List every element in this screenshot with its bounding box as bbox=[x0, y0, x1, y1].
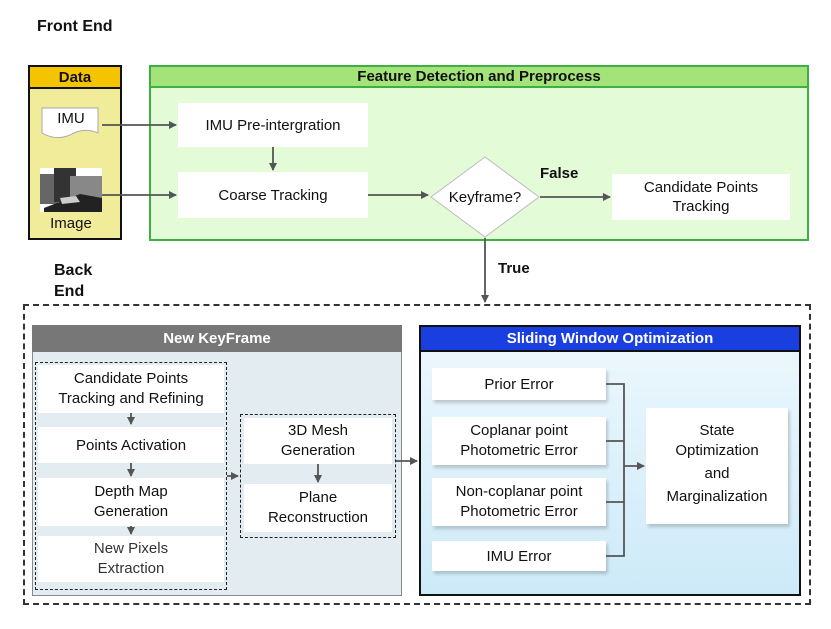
true-branch-label: True bbox=[498, 260, 530, 277]
state-title: State bbox=[699, 422, 735, 439]
imu-document-icon bbox=[41, 107, 99, 139]
data-panel-title: Data bbox=[28, 65, 122, 89]
coarse-tracking-box: Coarse Tracking bbox=[178, 172, 368, 218]
plane-reconstruction-step: Plane Reconstruction bbox=[244, 484, 392, 532]
sliding-window-title: Sliding Window Optimization bbox=[419, 325, 801, 352]
state-body: Optimization and Marginalization bbox=[666, 442, 768, 505]
back-end-container bbox=[23, 304, 811, 605]
back-end-label: Back End bbox=[54, 262, 93, 300]
depth-map-generation-step: Depth Map Generation bbox=[38, 478, 224, 526]
imu-data-label: IMU bbox=[57, 109, 85, 127]
3d-mesh-generation-step: 3D Mesh Generation bbox=[244, 418, 392, 464]
new-keyframe-title: New KeyFrame bbox=[32, 325, 402, 352]
feature-detection-title: Feature Detection and Preprocess bbox=[149, 65, 809, 88]
candidate-points-refining-step: Candidate Points Tracking and Refining bbox=[38, 365, 224, 413]
image-data-label: Image bbox=[50, 214, 92, 232]
coplanar-photometric-error-box: Coplanar point Photometric Error bbox=[432, 417, 606, 465]
keyframe-steps-group bbox=[35, 362, 227, 590]
prior-error-box: Prior Error bbox=[432, 368, 606, 400]
image-thumbnail-icon bbox=[40, 168, 102, 212]
state-optimization-box: State Optimization and Marginalization bbox=[646, 408, 788, 524]
points-activation-step: Points Activation bbox=[38, 427, 224, 463]
front-end-label: Front End bbox=[37, 18, 113, 35]
mesh-steps-group bbox=[240, 414, 396, 538]
candidate-points-tracking-box: Candidate Points Tracking bbox=[612, 174, 790, 220]
imu-preintegration-box: IMU Pre-intergration bbox=[178, 103, 368, 147]
keyframe-decision-diamond bbox=[430, 156, 540, 238]
imu-error-box: IMU Error bbox=[432, 541, 606, 571]
new-pixels-extraction-step: New Pixels Extraction bbox=[38, 536, 224, 582]
keyframe-decision-label: Keyframe? bbox=[448, 188, 522, 206]
error-bracket bbox=[606, 383, 625, 557]
false-branch-label: False bbox=[540, 165, 579, 182]
noncoplanar-photometric-error-box: Non-coplanar point Photometric Error bbox=[432, 478, 606, 526]
